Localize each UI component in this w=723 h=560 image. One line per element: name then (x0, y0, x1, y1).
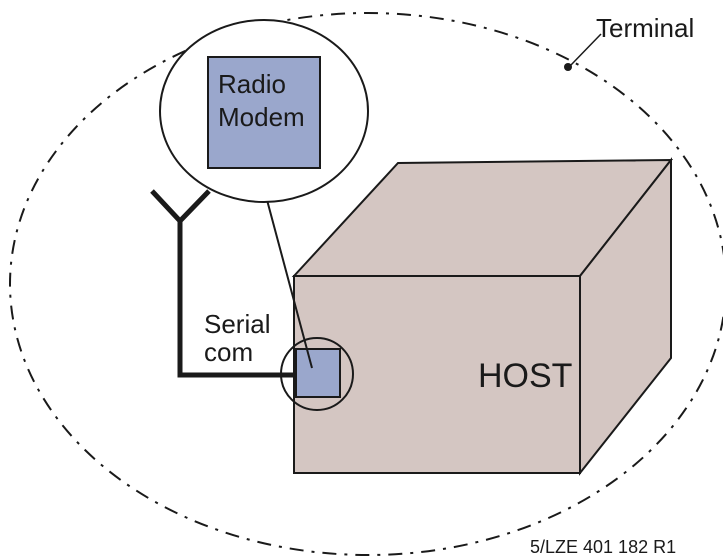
embedded-modem (295, 348, 341, 398)
serial-com-label-line1: Serial (204, 309, 270, 339)
radio-modem-box (207, 56, 321, 169)
host-box (291, 157, 674, 476)
host-label: HOST (478, 357, 572, 395)
radio-modem-label-line2: Modem (218, 102, 305, 132)
serial-com-label-line2: com (204, 337, 253, 367)
terminal-label: Terminal (596, 13, 694, 43)
zoom-connector-line (262, 184, 313, 369)
terminal-boundary (9, 12, 723, 556)
document-id: 5/LZE 401 182 R1 (530, 537, 676, 557)
terminal-pointer-line (569, 33, 602, 67)
serial-cable (177, 221, 296, 378)
modem-highlight-circle (280, 337, 354, 411)
terminal-pointer-dot (564, 63, 572, 71)
antenna (150, 189, 211, 225)
radio-modem-label-line1: Radio (218, 69, 286, 99)
host-box-front (293, 275, 581, 474)
